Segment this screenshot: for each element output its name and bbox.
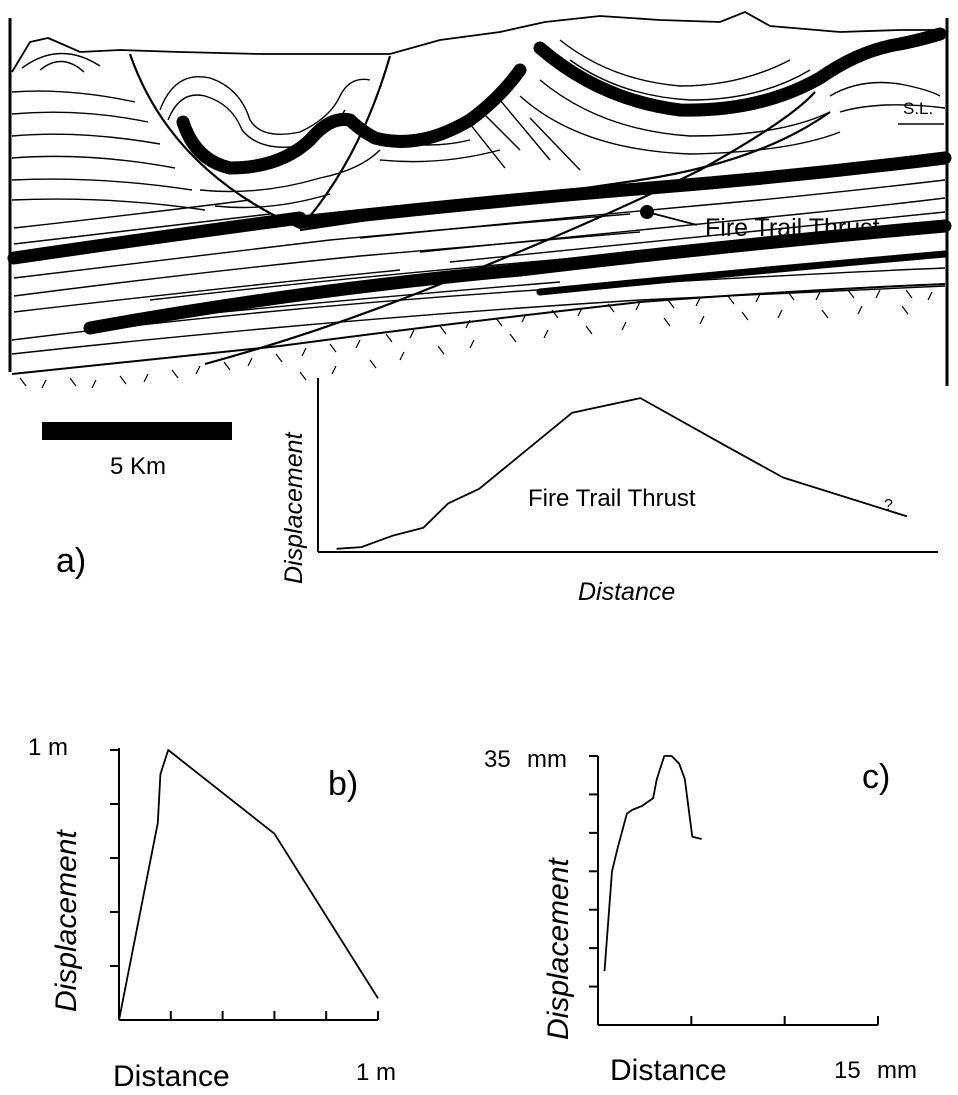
panel-c-chart: 35 mm 15 mm Distance Displacement c)	[484, 746, 917, 1087]
profile-a-x-label: Distance	[578, 578, 675, 606]
upper-thrust-fault	[299, 111, 831, 232]
panel-c-xunit-label: mm	[877, 1057, 917, 1084]
syncline-bedding	[159, 76, 501, 209]
profile-a-series-label: Fire Trail Thrust	[528, 485, 696, 512]
panel-c-line	[603, 755, 702, 972]
panel-b-letter: b)	[328, 765, 358, 803]
panel-b-xmax-label: 1 m	[356, 1059, 396, 1086]
panel-c-y-label: Displacement	[542, 857, 575, 1040]
panel-c-letter: c)	[862, 758, 890, 796]
panel-c-x-label: Distance	[610, 1054, 727, 1087]
panel-c-ticks	[589, 755, 879, 1025]
profile-a-chart: Displacement Distance Fire Trail Thrust …	[280, 378, 938, 606]
marker-bed-syncline	[176, 63, 527, 175]
profile-a-line	[336, 397, 908, 550]
profile-a-end-mark: ?	[884, 497, 893, 514]
thrust-label: Fire Trail Thrust	[705, 214, 880, 242]
thrust-sheet-bedding	[11, 179, 946, 355]
left-bedding	[11, 52, 206, 211]
panel-a-letter: a)	[56, 542, 86, 580]
panel-b-chart: 1 m 1 m Distance Displacement b)	[28, 734, 396, 1093]
fire-trail-thrust-fault	[204, 91, 816, 366]
scale-bar	[42, 422, 232, 440]
ground-surface	[11, 11, 945, 73]
panel-b-y-label: Displacement	[50, 829, 83, 1012]
cross-section: Fire Trail Thrust S.L.	[7, 11, 952, 389]
panel-c-yunit-label: mm	[527, 746, 567, 773]
panel-b-x-label: Distance	[113, 1060, 230, 1093]
basement-pattern	[11, 283, 946, 389]
syncline-bounding-fault	[128, 53, 392, 230]
marker-bed-thrust-lower	[83, 219, 952, 335]
panel-b-line	[118, 749, 379, 1021]
marker-bed-left	[7, 211, 307, 265]
scale-label: 5 Km	[110, 453, 166, 480]
thrust-leader-line	[646, 211, 698, 226]
sea-level-label: S.L.	[903, 99, 933, 118]
panel-c-ymax-label: 35	[484, 746, 511, 773]
profile-a-y-label: Displacement	[280, 431, 308, 584]
panel-c-xmax-label: 15	[834, 1057, 861, 1084]
anticline-bedding	[469, 39, 946, 171]
panel-b-ticks	[110, 749, 379, 1020]
panel-b-ymax-label: 1 m	[28, 734, 68, 761]
marker-bed-right-fold	[533, 27, 947, 117]
marker-bed-thrust-upper	[293, 151, 952, 229]
